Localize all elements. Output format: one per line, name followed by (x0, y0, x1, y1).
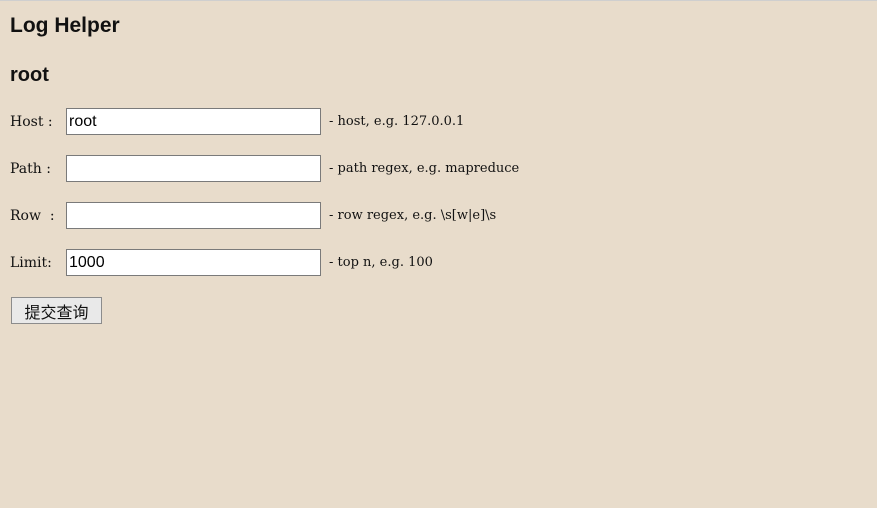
row-regex-row: Row : - row regex, e.g. \s[w|e]\s (10, 202, 496, 229)
host-label: Host : (10, 113, 53, 130)
host-input[interactable] (66, 108, 321, 135)
host-hint: - host, e.g. 127.0.0.1 (329, 114, 465, 129)
limit-row: Limit: - top n, e.g. 100 (10, 249, 433, 276)
limit-label: Limit: (10, 254, 52, 271)
path-label: Path : (10, 160, 51, 177)
row-regex-hint: - row regex, e.g. \s[w|e]\s (329, 208, 497, 223)
path-input[interactable] (66, 155, 321, 182)
path-row: Path : - path regex, e.g. mapreduce (10, 155, 519, 182)
path-hint: - path regex, e.g. mapreduce (329, 161, 520, 176)
limit-input[interactable] (66, 249, 321, 276)
row-regex-input[interactable] (66, 202, 321, 229)
user-heading: root (10, 64, 49, 86)
host-row: Host : - host, e.g. 127.0.0.1 (10, 108, 464, 135)
row-label: Row : (10, 207, 55, 224)
submit-query-button[interactable]: 提交查询 (11, 297, 102, 324)
limit-hint: - top n, e.g. 100 (329, 255, 433, 270)
page-title: Log Helper (10, 14, 120, 37)
